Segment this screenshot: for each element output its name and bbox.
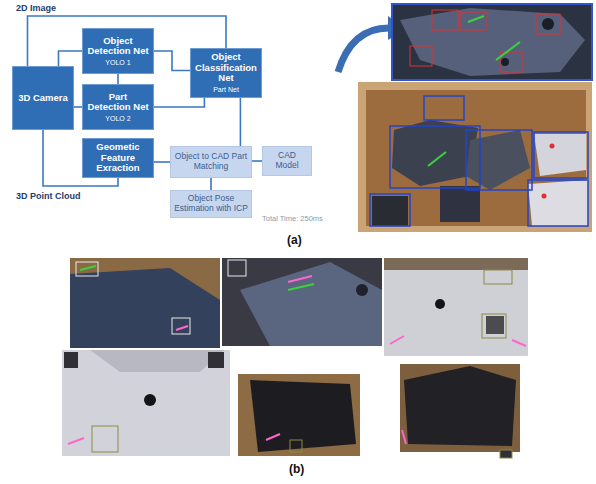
part-shape — [392, 120, 478, 186]
part-slot — [486, 316, 504, 334]
box-title: Object to CAD Part Matching — [174, 152, 248, 171]
box-title: Object Detection Net — [86, 36, 150, 57]
feature-line — [402, 430, 406, 444]
feature-line — [468, 16, 484, 22]
part-shape — [400, 8, 585, 76]
flow-label: 3D Point Cloud — [16, 191, 81, 201]
panel-label: (a) — [287, 233, 302, 247]
pending-process-box: CAD Model — [262, 146, 312, 176]
feature-line — [176, 326, 188, 330]
photo — [400, 364, 520, 452]
part-hole — [542, 18, 554, 30]
flow-label: Total Time: 250ms — [262, 214, 323, 223]
part-hole — [356, 284, 368, 296]
detection-box — [528, 180, 588, 226]
part-shape — [404, 366, 516, 446]
feature-line — [428, 152, 446, 166]
feature-line — [80, 266, 96, 270]
connector-line — [154, 98, 204, 107]
process-box: 3D Camera — [12, 66, 74, 130]
process-box: Object Classification NetPart Net — [190, 48, 262, 98]
detection-box — [534, 132, 588, 178]
pending-process-box: Object Pose Estimation with ICP — [170, 190, 252, 218]
feature-dot — [550, 144, 555, 149]
part-shape — [250, 380, 356, 452]
photo — [384, 258, 528, 356]
part-hole — [144, 394, 156, 406]
detection-box — [410, 46, 432, 66]
connector-line — [154, 51, 190, 71]
box-subtitle: YOLO 2 — [105, 115, 130, 123]
process-box: Geometic Feature Exraction — [82, 138, 154, 178]
feature-line — [68, 438, 84, 444]
photo — [70, 258, 220, 348]
photo — [238, 374, 360, 456]
pending-process-box: Object to CAD Part Matching — [170, 146, 252, 178]
connector-line — [154, 161, 170, 163]
part-shape — [534, 134, 586, 176]
detection-box — [460, 12, 486, 30]
detection-box — [466, 130, 532, 190]
feature-line — [288, 276, 312, 282]
detection-box — [76, 262, 98, 276]
feature-line — [496, 42, 520, 60]
flow-label: 2D Image — [16, 3, 56, 13]
box-subtitle: Part Net — [213, 86, 239, 94]
panel-label: (b) — [289, 462, 304, 476]
box-title: Object Pose Estimation with ICP — [174, 194, 248, 213]
part-shape — [240, 262, 382, 346]
part-shape — [528, 180, 588, 226]
part-shape — [466, 130, 530, 190]
box-title: 3D Camera — [18, 93, 68, 104]
part-ridge — [90, 350, 224, 372]
feature-dot — [542, 194, 547, 199]
part-shape — [70, 268, 220, 348]
box-title: Part Detection Net — [86, 92, 150, 113]
part-shape — [372, 196, 408, 226]
photo — [392, 4, 592, 80]
box-title: CAD Model — [266, 151, 308, 170]
connector-line — [59, 51, 83, 66]
part-slot — [64, 352, 78, 368]
detection-box — [228, 260, 246, 276]
detection-box — [92, 426, 118, 452]
box-subtitle: YOLO 1 — [105, 59, 130, 67]
connector-line — [117, 74, 119, 84]
part-hole — [435, 299, 445, 309]
detection-box — [500, 450, 512, 458]
photo — [222, 258, 382, 346]
detection-box — [482, 314, 506, 338]
part-shape — [440, 186, 480, 222]
detection-box — [424, 96, 464, 120]
photo — [62, 350, 230, 456]
connector-line — [240, 98, 242, 146]
photo-edge — [384, 258, 528, 270]
connector-line — [210, 178, 212, 190]
detection-box — [536, 14, 560, 34]
connector-line — [252, 160, 262, 162]
detection-box — [484, 270, 512, 284]
connector-line — [74, 106, 82, 108]
part-slot — [208, 352, 224, 368]
curved-arrow — [338, 28, 392, 72]
feature-line — [266, 434, 280, 440]
detection-box — [432, 10, 458, 30]
feature-line — [512, 340, 526, 346]
feature-line — [390, 336, 404, 344]
photo — [358, 82, 592, 232]
process-box: Object Detection NetYOLO 1 — [82, 28, 154, 74]
box-title: Geometic Feature Exraction — [86, 142, 150, 174]
process-box: Part Detection NetYOLO 2 — [82, 84, 154, 130]
detection-box — [392, 4, 592, 80]
box-title: Object Classification Net — [194, 52, 258, 84]
part-hole — [501, 58, 509, 66]
detection-box — [370, 194, 410, 226]
feature-line — [288, 284, 314, 290]
detection-box — [172, 318, 190, 334]
detection-box — [290, 440, 302, 452]
